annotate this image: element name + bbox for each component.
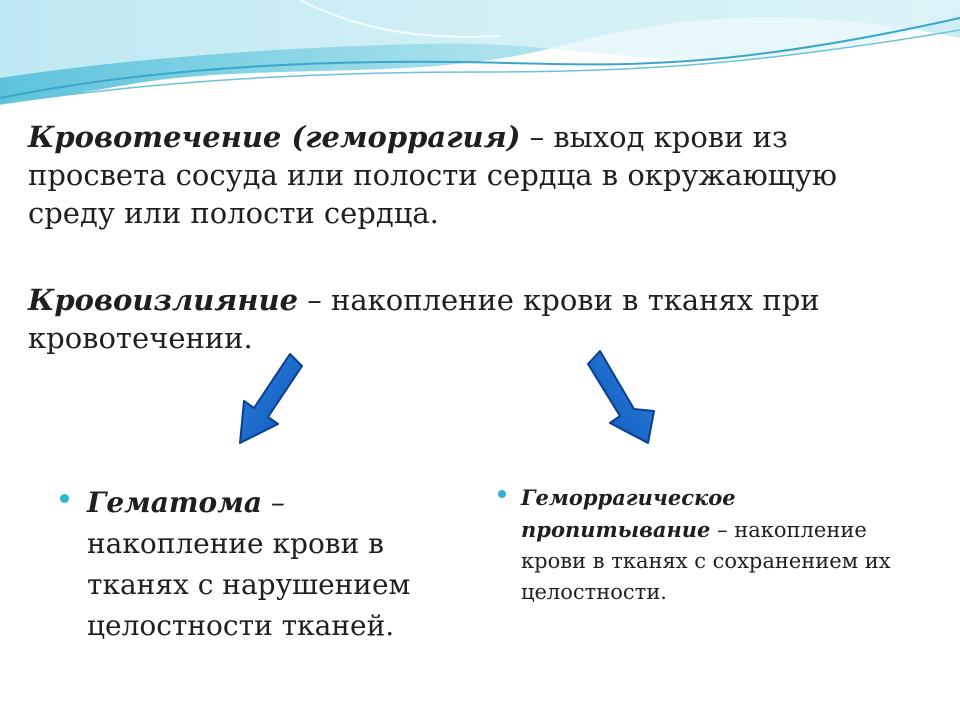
definition-hemorrhagic-infiltration-text: – накопление крови в тканях с сохранение…	[521, 518, 891, 604]
bullet-list-hematoma: Гематома – накопление крови в тканях с н…	[60, 482, 420, 646]
bullet-dot-icon	[498, 490, 506, 498]
term-hematoma: Гематома	[87, 486, 262, 519]
definition-hemorrhage: Кровоизлияние – накопление крови в тканя…	[28, 281, 928, 357]
arrow-down-right-icon	[587, 350, 655, 444]
arrow-down-left-icon	[239, 353, 303, 444]
definition-bleeding: Кровотечение (геморрагия) – выход крови …	[28, 118, 928, 232]
bullet-list-hemorrhagic-infiltration: Геморрагическое пропитывание – накоплени…	[496, 482, 926, 608]
term-hemorrhagic-infiltration: Геморрагическое пропитывание	[521, 485, 736, 542]
decorative-wave-header	[0, 0, 960, 105]
list-item-hematoma: Гематома – накопление крови в тканях с н…	[60, 482, 420, 646]
term-bleeding: Кровотечение (геморрагия)	[28, 120, 521, 154]
definition-bleeding-text: – выход крови из просвета сосуда или пол…	[28, 120, 838, 230]
list-item-hemorrhagic-infiltration: Геморрагическое пропитывание – накоплени…	[496, 482, 926, 608]
definition-hematoma-text: – накопление крови в тканях с нарушением…	[87, 486, 411, 642]
bullet-dot-icon	[60, 494, 69, 503]
definition-hemorrhage-text: – накопление крови в тканях при кровотеч…	[28, 283, 820, 355]
term-hemorrhage: Кровоизлияние	[28, 283, 299, 317]
